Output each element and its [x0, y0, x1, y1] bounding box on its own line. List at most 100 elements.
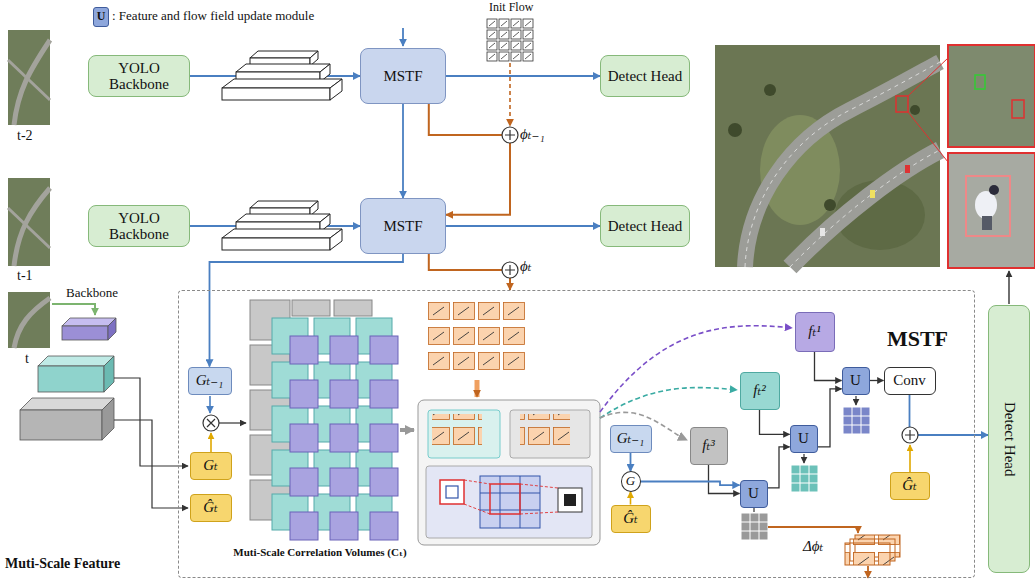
- wire: [855, 396, 856, 405]
- node-text: Gₜ: [203, 457, 218, 474]
- mstf-box: MSTF: [360, 48, 446, 104]
- conv-box: Conv: [884, 367, 936, 395]
- wire: [753, 508, 754, 512]
- feature-pyramid: [222, 238, 330, 250]
- sampling-panel: [446, 486, 458, 498]
- multi-scale-feature: [102, 398, 114, 440]
- backbone-box: YOLO Backbone: [88, 205, 190, 247]
- node-text: Ĝₜ: [623, 510, 638, 527]
- flow-field: [428, 302, 528, 377]
- aerial-image: [975, 191, 997, 219]
- aerial-image: [948, 153, 1035, 268]
- sum-node: [502, 262, 518, 278]
- aerial-image: [715, 45, 1035, 268]
- feature-map: fₜ²: [740, 372, 780, 410]
- sampling-panel: [490, 484, 520, 514]
- node-text: YOLO Backbone: [103, 60, 175, 93]
- aerial-thumbnail: [14, 298, 50, 348]
- label-text: ϕₜ₋₁: [520, 126, 545, 143]
- correlation-volume: [330, 468, 358, 496]
- node-text: Ĝₜ: [902, 477, 917, 494]
- wire: [768, 527, 858, 533]
- update-module: U: [740, 480, 768, 508]
- node-text: G: [626, 474, 635, 488]
- aerial-image: [989, 185, 999, 195]
- sample-grid: [843, 407, 870, 434]
- detect-head-box: Detect Head: [600, 205, 690, 247]
- feature-pyramid: [330, 79, 342, 100]
- node-text: fₜ²: [753, 382, 765, 399]
- label-text: Backbone: [66, 286, 118, 301]
- wire: [209, 396, 211, 413]
- correlation-volume: [290, 380, 318, 408]
- wire: [52, 28, 1009, 578]
- sum-node: [902, 427, 918, 443]
- mstf-box: MSTF: [360, 198, 446, 254]
- label-text: t-2: [17, 128, 33, 144]
- aerial-thumbnail: [8, 178, 50, 266]
- feature-pyramid: [222, 51, 342, 100]
- wire: [803, 454, 804, 463]
- multi-scale-feature: [20, 318, 116, 440]
- wire: [600, 388, 737, 418]
- node-text: fₜ³: [702, 437, 714, 454]
- wire: [114, 378, 188, 466]
- connector: [709, 465, 740, 494]
- feature-pyramid: [222, 201, 342, 250]
- correlation-volume: [250, 300, 398, 540]
- connector: [446, 75, 600, 77]
- connector: [630, 453, 632, 472]
- correlation-volume: [290, 424, 318, 452]
- connector: [641, 482, 740, 486]
- feature-pyramid: [222, 51, 342, 250]
- aerial-image: [975, 75, 985, 89]
- wire: [509, 63, 511, 126]
- sum-node: [203, 415, 219, 431]
- legend-symbol: U: [93, 7, 110, 26]
- node-text: Detect Head: [608, 68, 683, 85]
- mstf-region: MSTFGₜ₋₁GₜĜₜfₜ¹fₜ²fₜ³UUUConvGₜ₋₁GĜₜĜₜ: [178, 290, 975, 578]
- aerial-image: [790, 150, 940, 267]
- feature-box: Gₜ: [190, 452, 232, 480]
- wire: [909, 445, 911, 472]
- feature-pyramid: [250, 51, 318, 58]
- connector: [630, 492, 632, 505]
- node-text: MSTF: [887, 327, 948, 351]
- connector: [870, 380, 884, 381]
- update-module: U: [790, 425, 818, 453]
- node-text: Ĝₜ: [203, 499, 218, 516]
- aerial-image: [764, 84, 776, 96]
- wire: [219, 422, 246, 423]
- node-text: U: [850, 372, 861, 389]
- feature-pyramid: [222, 79, 342, 88]
- feature-pyramid: [250, 201, 318, 208]
- aerial-thumbnail: [14, 188, 50, 266]
- label-text: Init Flow: [489, 1, 533, 15]
- connector: [910, 395, 989, 436]
- aerial-thumbnail: [8, 60, 50, 100]
- aerial-thumbnail: [8, 30, 50, 348]
- aerial-thumbnail: [8, 30, 50, 125]
- feature-box: Ĝₜ: [890, 472, 930, 500]
- node-text: U: [798, 430, 809, 447]
- aerial-image: [908, 58, 948, 162]
- sample-grid: [843, 407, 870, 434]
- feature-pyramid: [330, 229, 342, 250]
- sampling-panel: [510, 410, 590, 458]
- multi-scale-feature: [38, 366, 104, 392]
- connector: [818, 389, 842, 447]
- wire: [475, 380, 480, 397]
- node-text: fₜ¹: [808, 323, 820, 340]
- aerial-thumbnail: [8, 292, 50, 348]
- multi-scale-feature: [108, 318, 116, 340]
- feature-box: Ĝₜ: [190, 494, 232, 522]
- sampling-panel: [418, 400, 600, 545]
- feature-pyramid: [222, 88, 330, 100]
- correlation-volume: [330, 380, 358, 408]
- correlation-volume: [370, 336, 398, 364]
- label-text: Muti-Scale Correlation Volumes (Cₜ): [232, 546, 408, 559]
- correlation-volume: [290, 468, 318, 496]
- aerial-image: [870, 190, 875, 198]
- sum-node: [207, 419, 215, 427]
- update-module: U: [842, 367, 870, 395]
